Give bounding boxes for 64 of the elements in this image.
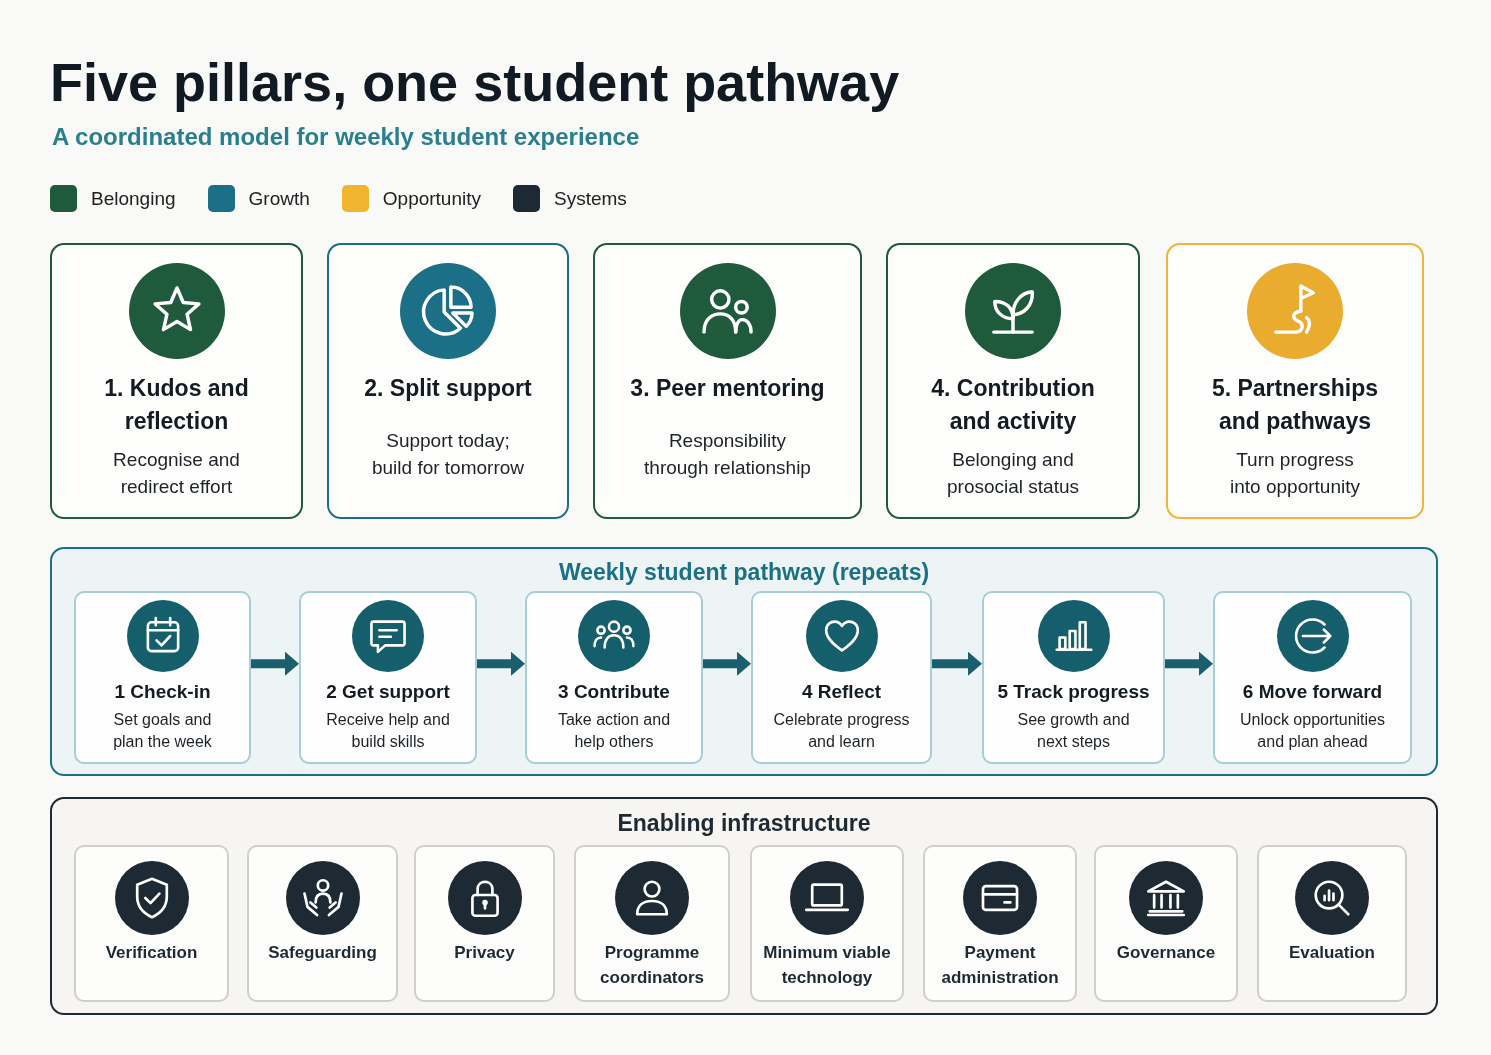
arrow (1165, 651, 1213, 676)
card-heading: 1. Kudos and reflection (103, 374, 250, 436)
card-label: Programme coordinators (599, 942, 705, 989)
infrastructure-panel (50, 797, 1438, 1015)
step-heading: 6 Move forward (1242, 680, 1383, 704)
legend-label: Systems (554, 187, 627, 211)
step-card (74, 591, 251, 764)
card-label: Payment administration (940, 942, 1060, 989)
legend-label: Belonging (91, 187, 176, 211)
infrastructure-card (1094, 845, 1238, 1002)
card-heading: 4. Contribution and activity (930, 374, 1096, 436)
step-description: Unlock opportunities and plan ahead (1239, 710, 1386, 752)
card-label: Governance (1116, 942, 1216, 964)
step-card (982, 591, 1165, 764)
step-description: Celebrate progress and learn (772, 710, 911, 752)
card-description: Turn progress into opportunity (1229, 448, 1361, 499)
card-label: Safeguarding (268, 942, 377, 964)
card-heading: 3. Peer mentoring (630, 374, 825, 403)
infrastructure-card (74, 845, 229, 1002)
card-label: Evaluation (1289, 942, 1375, 964)
step-description: See growth and next steps (1016, 710, 1131, 752)
step-heading: 3 Contribute (558, 680, 670, 704)
infrastructure-card (1257, 845, 1407, 1002)
card-label: Verification (105, 942, 198, 964)
step-card (299, 591, 477, 764)
step-card (525, 591, 703, 764)
step-description: Set goals and plan the week (112, 710, 213, 752)
arrow (932, 651, 982, 676)
card-description: Belonging and prosocial status (946, 448, 1080, 499)
arrow (703, 651, 751, 676)
card-label: Minimum viable technology (762, 942, 892, 989)
legend-label: Growth (248, 187, 310, 211)
panel-title: Enabling infrastructure (616, 809, 872, 837)
step-description: Receive help and build skills (325, 710, 451, 752)
infrastructure-card (574, 845, 730, 1002)
title: Five pillars, one student pathway (50, 51, 900, 114)
pillar-card (593, 243, 862, 519)
step-card (751, 591, 932, 764)
step-card (1213, 591, 1412, 764)
pillar-card (886, 243, 1140, 519)
infrastructure-card (750, 845, 904, 1002)
step-heading: 5 Track progress (997, 680, 1150, 704)
step-heading: 1 Check-in (114, 680, 211, 704)
subtitle: A coordinated model for weekly student experience (52, 122, 640, 152)
step-heading: 2 Get support (326, 680, 450, 704)
card-description: Support today; build for tomorrow (370, 429, 526, 480)
step-heading: 4 Reflect (801, 680, 882, 704)
card-label: Privacy (454, 942, 515, 964)
pillar-card (1166, 243, 1424, 519)
arrow (251, 651, 299, 676)
card-heading: 2. Split support (364, 374, 532, 403)
card-description: Recognise and redirect effort (112, 448, 241, 499)
step-description: Take action and help others (556, 710, 672, 752)
infrastructure-card (923, 845, 1077, 1002)
arrow (477, 651, 525, 676)
pillar-card (327, 243, 569, 519)
infrastructure-card (247, 845, 398, 1002)
infrastructure-card (414, 845, 555, 1002)
card-heading: 5. Partnerships and pathways (1210, 374, 1380, 436)
legend-label: Opportunity (382, 187, 481, 211)
pathway-panel (50, 547, 1438, 776)
panel-title: Weekly student pathway (repeats) (557, 558, 931, 586)
card-description: Responsibility through relationship (643, 429, 812, 480)
pillar-card (50, 243, 303, 519)
